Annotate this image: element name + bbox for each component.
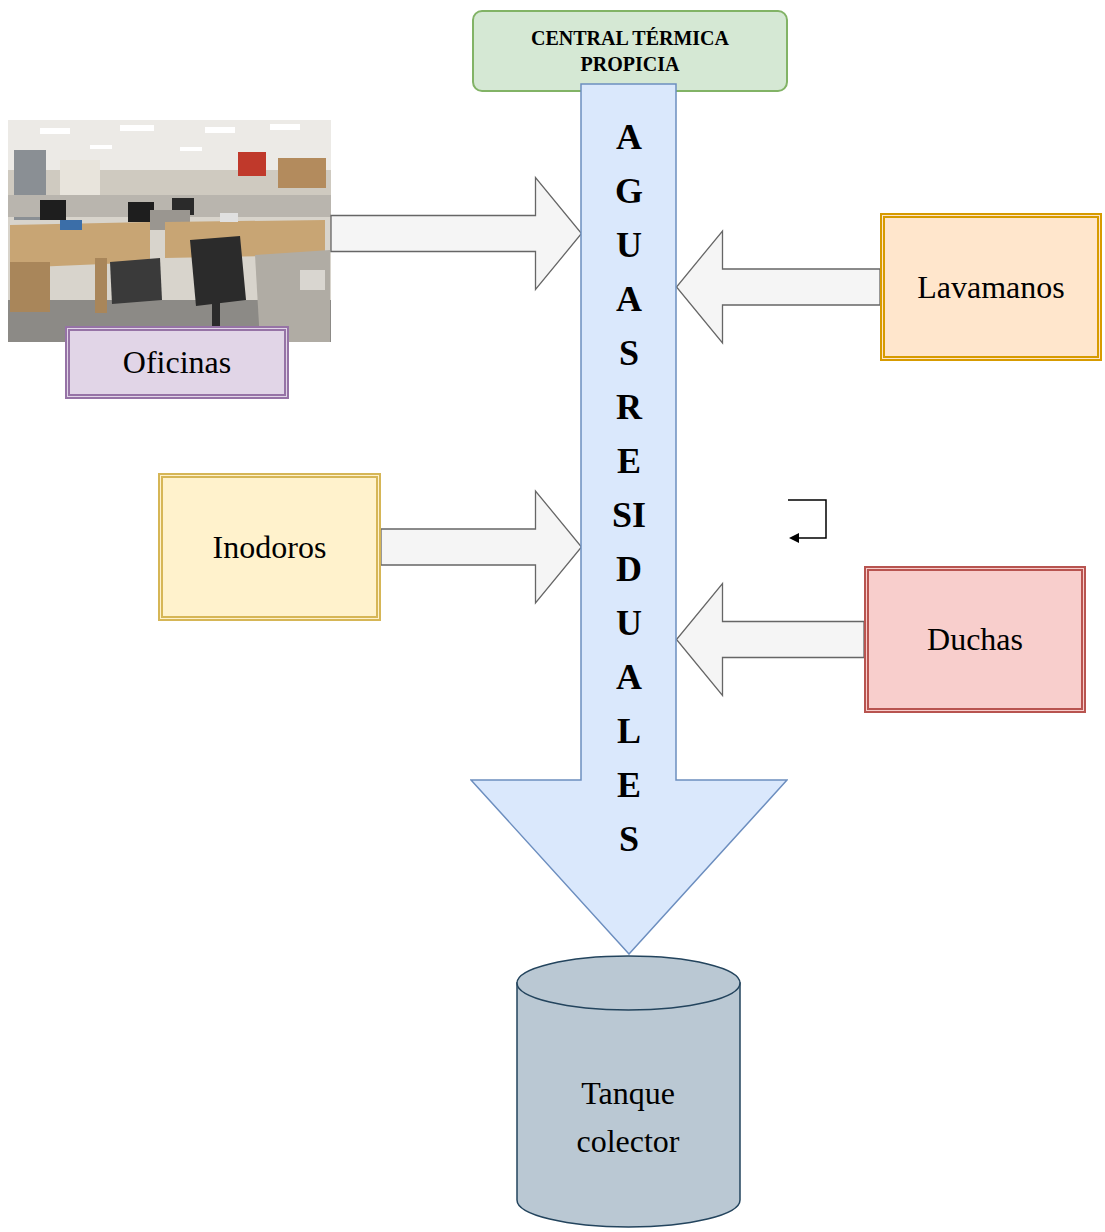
- cylinder-text-holder: Tanque colector: [543, 1069, 713, 1165]
- tank-cylinder: Tanque colector: [516, 955, 741, 1230]
- node-label: Duchas: [927, 620, 1023, 658]
- source-box: Inodoros: [158, 473, 381, 621]
- flow-arrow: AGUAS RESIDUALES: [470, 83, 788, 955]
- node-label: Tanque colector: [543, 1069, 713, 1165]
- cylinder-top: [517, 956, 740, 1010]
- cylinder-body: [517, 983, 740, 1227]
- office-label: Oficinas: [8, 120, 331, 399]
- plant-box: CENTRAL TÉRMICA PROPICIA: [472, 10, 788, 92]
- node-label: Lavamanos: [917, 268, 1065, 306]
- block-arrow-connector: [677, 231, 881, 343]
- source-box: Duchas: [864, 566, 1086, 713]
- arrow-text-column: AGUAS RESIDUALES: [611, 110, 647, 866]
- block-arrow-connector: [677, 584, 865, 696]
- label-box: Oficinas: [65, 326, 289, 399]
- bent-arrow-symbol: [788, 500, 826, 543]
- node-label: Oficinas: [123, 343, 231, 381]
- arrow-outline: [471, 84, 787, 954]
- block-arrow-connector: [381, 491, 582, 603]
- source-box: Lavamanos: [880, 213, 1102, 361]
- node-label: Inodoros: [213, 528, 327, 566]
- office-photo: [8, 120, 331, 342]
- vertical-label: AGUAS RESIDUALES: [611, 110, 647, 866]
- node-label: CENTRAL TÉRMICA PROPICIA: [505, 25, 755, 77]
- block-arrow-connector: [331, 178, 582, 290]
